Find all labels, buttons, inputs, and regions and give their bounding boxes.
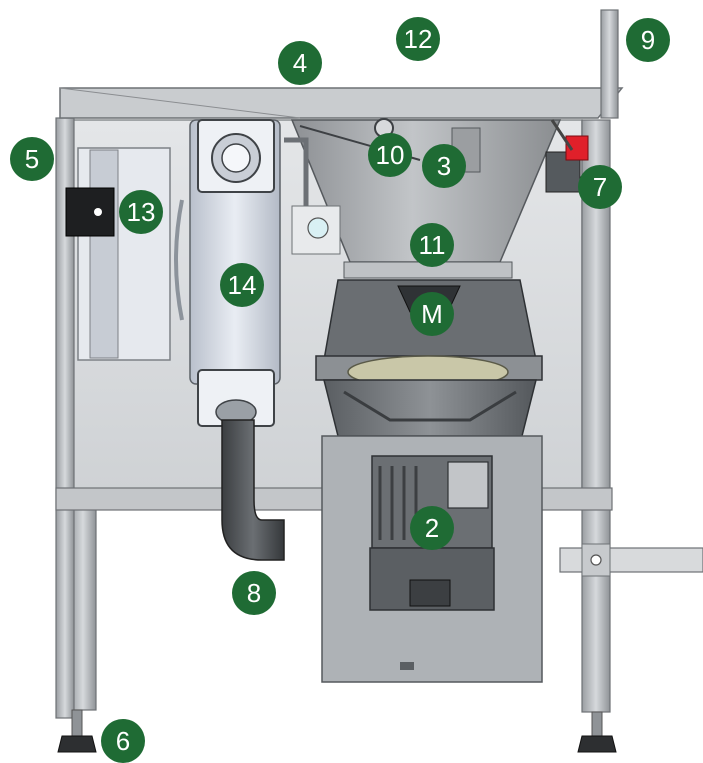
fan-housing <box>65 147 171 361</box>
grinder-unit <box>315 261 543 437</box>
callout-5: 5 <box>10 137 54 181</box>
callout-7: 7 <box>578 165 622 209</box>
leg-front-right <box>581 119 611 713</box>
motor-housing <box>321 435 543 683</box>
callout-3: 3 <box>422 144 466 188</box>
callout-6: 6 <box>101 719 145 763</box>
heat-exchanger <box>174 119 281 427</box>
callout-11: 11 <box>410 223 454 267</box>
callout-13: 13 <box>119 190 163 234</box>
callout-2: 2 <box>410 506 454 550</box>
callout-10: 10 <box>368 133 412 177</box>
sight-glass-bracket <box>291 205 341 255</box>
callout-9: 9 <box>626 18 670 62</box>
solenoid-valve <box>545 119 589 193</box>
callout-14: 14 <box>220 263 264 307</box>
worktop <box>59 87 624 119</box>
water-inlet-pipe <box>284 137 309 210</box>
side-mount-bracket <box>559 543 703 577</box>
drain-hose <box>221 419 285 561</box>
adjustable-foot-left <box>57 709 97 753</box>
splash-guard <box>600 9 619 119</box>
callout-12: 12 <box>396 17 440 61</box>
adjustable-foot-right <box>577 711 617 753</box>
callout-4: 4 <box>278 41 322 85</box>
callout-8: 8 <box>232 571 276 615</box>
callout-M: M <box>410 292 454 336</box>
